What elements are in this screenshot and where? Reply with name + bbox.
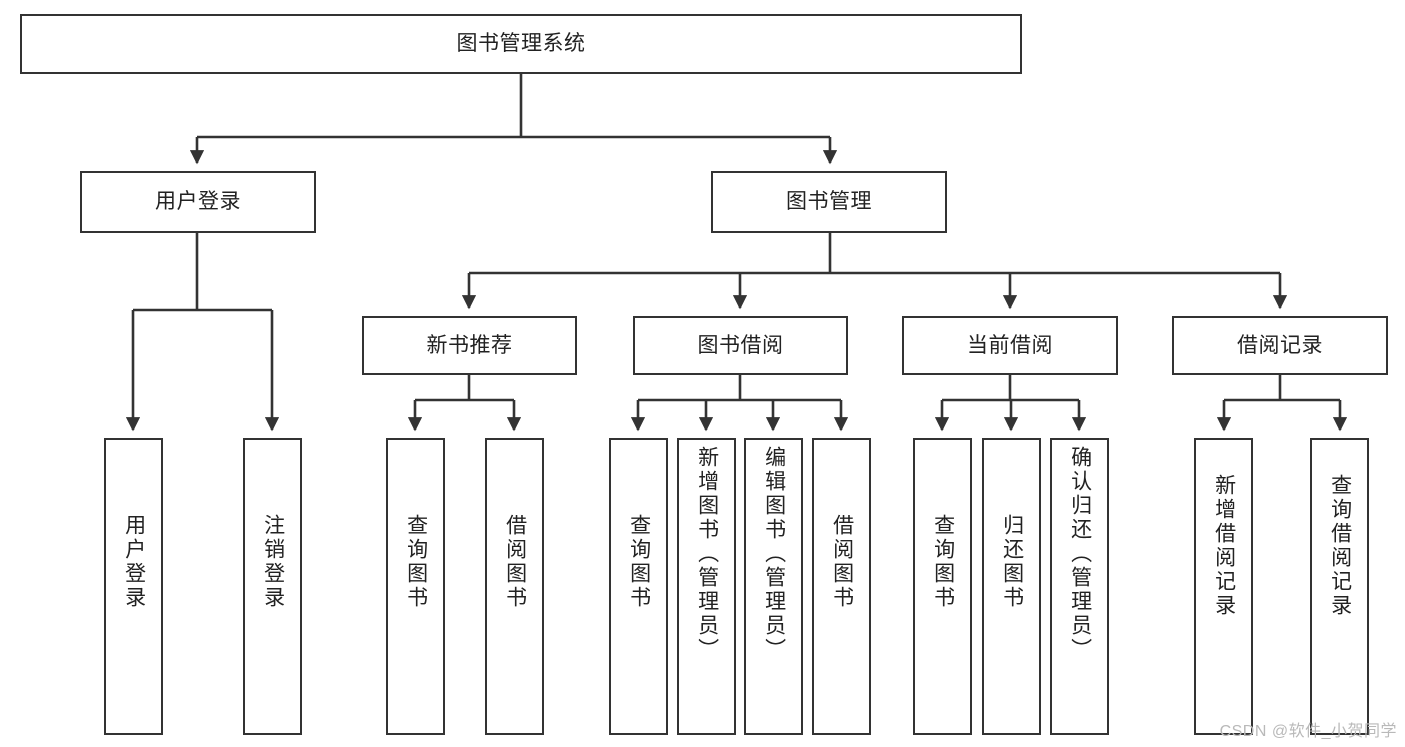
node-borrow-record-label: 借阅记录 <box>1237 333 1323 357</box>
node-new-book-recommend-label: 新书推荐 <box>426 333 513 357</box>
leaf-edit-book[interactable]: 编辑图书（管理员） <box>744 438 803 735</box>
leaf-borrow-book-1[interactable]: 借阅图书 <box>485 438 544 735</box>
leaf-borrow-book-2[interactable]: 借阅图书 <box>812 438 871 735</box>
leaf-add-book[interactable]: 新增图书（管理员） <box>677 438 736 735</box>
node-root[interactable]: 图书管理系统 <box>20 14 1022 74</box>
leaf-borrow-book-1-label: 借阅图书 <box>503 514 527 610</box>
node-current-borrow[interactable]: 当前借阅 <box>902 316 1118 375</box>
leaf-logout-login[interactable]: 注销登录 <box>243 438 302 735</box>
leaf-edit-book-label: 编辑图书（管理员） <box>762 446 786 662</box>
leaf-add-book-label: 新增图书（管理员） <box>695 446 719 662</box>
node-user-login[interactable]: 用户登录 <box>80 171 316 233</box>
leaf-user-login[interactable]: 用户登录 <box>104 438 163 735</box>
leaf-query-book-2[interactable]: 查询图书 <box>609 438 668 735</box>
node-book-manage-label: 图书管理 <box>786 190 872 214</box>
leaf-query-book-3[interactable]: 查询图书 <box>913 438 972 735</box>
leaf-query-book-1[interactable]: 查询图书 <box>386 438 445 735</box>
node-root-label: 图书管理系统 <box>456 32 586 56</box>
node-borrow-record[interactable]: 借阅记录 <box>1172 316 1388 375</box>
leaf-return-book[interactable]: 归还图书 <box>982 438 1041 735</box>
leaf-borrow-book-2-label: 借阅图书 <box>830 514 854 610</box>
leaf-user-login-label: 用户登录 <box>122 514 146 610</box>
node-book-manage[interactable]: 图书管理 <box>711 171 947 233</box>
leaf-confirm-return[interactable]: 确认归还（管理员） <box>1050 438 1109 735</box>
leaf-add-record[interactable]: 新增借阅记录 <box>1194 438 1253 735</box>
node-book-borrow-label: 图书借阅 <box>697 333 784 357</box>
node-book-borrow[interactable]: 图书借阅 <box>633 316 848 375</box>
node-user-login-label: 用户登录 <box>155 190 241 214</box>
leaf-logout-login-label: 注销登录 <box>261 514 285 610</box>
node-new-book-recommend[interactable]: 新书推荐 <box>362 316 577 375</box>
leaf-return-book-label: 归还图书 <box>1000 514 1024 610</box>
leaf-query-book-1-label: 查询图书 <box>404 514 428 610</box>
leaf-query-record-label: 查询借阅记录 <box>1328 474 1352 618</box>
leaf-add-record-label: 新增借阅记录 <box>1212 474 1236 618</box>
leaf-query-book-2-label: 查询图书 <box>627 514 651 610</box>
leaf-query-book-3-label: 查询图书 <box>931 514 955 610</box>
leaf-query-record[interactable]: 查询借阅记录 <box>1310 438 1369 735</box>
node-current-borrow-label: 当前借阅 <box>967 333 1053 357</box>
leaf-confirm-return-label: 确认归还（管理员） <box>1068 446 1092 662</box>
